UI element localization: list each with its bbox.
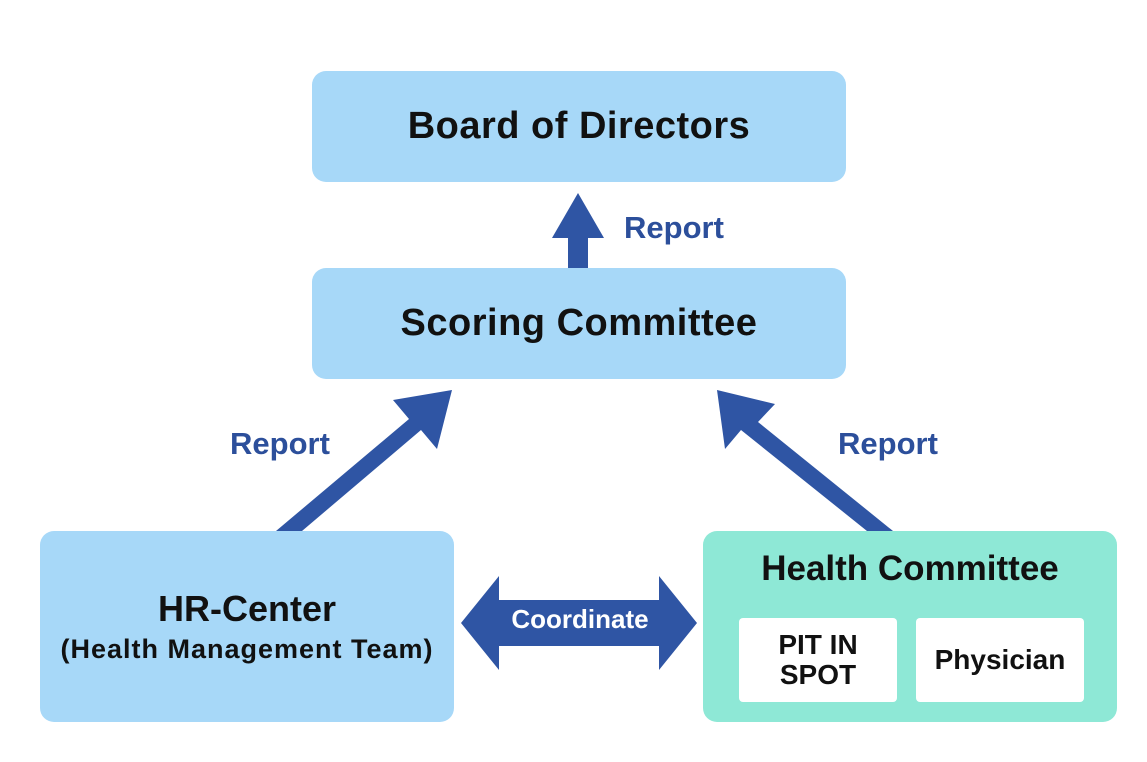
edge-label-report-top: Report xyxy=(624,210,724,245)
pit-in-spot-label: PIT IN SPOT xyxy=(778,629,858,690)
scoring-committee-label: Scoring Committee xyxy=(400,302,758,344)
edge-label-report-right: Report xyxy=(838,426,938,461)
health-committee-title: Health Committee xyxy=(761,549,1059,588)
hr-center-subtitle: (Health Management Team) xyxy=(60,633,434,664)
board-of-directors-node: Board of Directors xyxy=(312,71,846,182)
physician-node: Physician xyxy=(916,618,1084,702)
arrow-hr-to-scoring xyxy=(276,390,452,531)
edge-label-report-left: Report xyxy=(230,426,330,461)
hr-center-title: HR-Center xyxy=(157,587,336,629)
arrow-scoring-to-board xyxy=(552,193,604,268)
health-committee-node: Health Committee PIT IN SPOT Physician xyxy=(703,531,1117,722)
physician-label: Physician xyxy=(934,644,1066,675)
arrow-coordinate xyxy=(461,576,697,670)
board-of-directors-label: Board of Directors xyxy=(407,105,751,147)
hr-center-node: HR-Center (Health Management Team) xyxy=(40,531,454,722)
pit-in-spot-node: PIT IN SPOT xyxy=(739,618,897,702)
arrow-health-to-scoring xyxy=(717,390,893,531)
edge-label-coordinate: Coordinate xyxy=(511,604,649,634)
scoring-committee-node: Scoring Committee xyxy=(312,268,846,379)
